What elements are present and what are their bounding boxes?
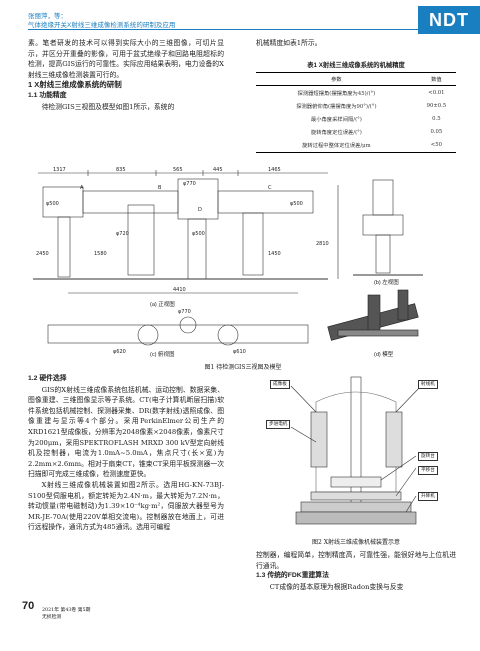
dim-label: φ500 bbox=[192, 231, 205, 237]
dim-label: φ770 bbox=[183, 181, 196, 187]
header-title: 气体绝缘开关X射线三维成像检测系统的研制及应用 bbox=[28, 22, 176, 29]
table-cell: <50 bbox=[416, 138, 456, 153]
letter-label: B bbox=[158, 185, 162, 191]
label-imaging-plate: 成像板 bbox=[270, 380, 290, 389]
journal-name: 无损检测 bbox=[42, 615, 62, 620]
hardware-paragraph-1: GIS的X射线三维成像系统包括机械、运动控制、数据采集、图像重建、三维图像显示等… bbox=[28, 385, 224, 479]
dim-label: 445 bbox=[213, 167, 223, 173]
letter-label: D bbox=[198, 207, 202, 213]
table-header-row: 参数 数值 bbox=[256, 72, 456, 86]
section-1-1-heading: 1.1 功能精度 bbox=[28, 91, 67, 99]
figure-1a-caption: (a) 正视图 bbox=[150, 302, 175, 308]
label-xray-machine: 射线机 bbox=[418, 380, 438, 389]
left-column-top: 素。笔者研发的技术可以得到实际大小的三维图像，可切片显示，并区分开重叠的影像，可… bbox=[28, 38, 224, 112]
table-row: 探测器俯仰角(摆摆角度为90°)/(°) 90±0.5 bbox=[256, 99, 456, 112]
dim-label: φ720 bbox=[116, 231, 129, 237]
figure-1-caption: 图1 待检测GIS三视图及模型 bbox=[204, 364, 282, 371]
dim-label: φ770 bbox=[178, 309, 191, 315]
table-cell: 旋转角度定位误差/(°) bbox=[310, 130, 362, 137]
table-cell: 90±0.5 bbox=[426, 102, 447, 109]
dim-label: 1317 bbox=[53, 167, 66, 173]
journal-logo: NDT bbox=[418, 6, 480, 34]
figure-2-drawing bbox=[290, 376, 422, 525]
table-cell: 旋转过程中整体定位误差/μm bbox=[256, 138, 417, 153]
label-lifter: 升降机 bbox=[418, 492, 438, 501]
table-intro-text: 机械精度如表1所示。 bbox=[256, 39, 322, 47]
dim-label: 4410 bbox=[173, 287, 186, 293]
section-1-2-heading: 1.2 硬件选择 bbox=[28, 375, 67, 382]
table-cell: 0.05 bbox=[430, 129, 443, 136]
journal-issue: 2021年 第43卷 第5期 bbox=[42, 608, 91, 613]
header-authors: 张丽萍，等： bbox=[28, 13, 67, 20]
table-header-value: 数值 bbox=[416, 72, 456, 86]
dim-label: φ500 bbox=[290, 201, 303, 207]
figure-1-drawing: 1317 835 565 445 1465 φ770 4410 φ500 φ72… bbox=[33, 167, 423, 355]
right-column-bottom: 控制器，编程简单，控制精度高，可靠性强，能很好地与上位机进行通讯。 1.3 传统… bbox=[256, 550, 456, 592]
label-translation-stage: 平移台 bbox=[418, 466, 438, 475]
dim-label: φ610 bbox=[233, 349, 246, 355]
table-row: 旋转过程中整体定位误差/μm<50 bbox=[256, 138, 456, 153]
table-cell: <0.01 bbox=[428, 89, 445, 96]
table-row: 最小角度采样间隔/(°) 0.5 bbox=[256, 112, 456, 125]
figure-1c-caption: (c) 俯视图 bbox=[150, 352, 175, 358]
table-1-caption: 表1 X射线三维成像系统的机械精度 bbox=[307, 62, 405, 69]
running-header: 张丽萍，等： 气体绝缘开关X射线三维成像检测系统的研制及应用 NDT bbox=[0, 0, 480, 40]
dim-label: 2450 bbox=[36, 251, 49, 257]
table-cell: 探测器俯仰角(摆摆角度为90°)/(°) bbox=[296, 103, 377, 110]
table-1: 参数 数值 探测器短摆角(摆摆角度为45)/(°) <0.01 探测器俯仰角(摆摆… bbox=[256, 72, 456, 153]
section-1-3-heading: 1.3 传统的FDK重建算法 bbox=[256, 572, 329, 580]
section-1-1-text: 待检测GIS三视图及模型如图1所示，系统的 bbox=[41, 102, 175, 111]
section-1-heading: 1 X射线三维成像系统的研制 bbox=[28, 80, 122, 90]
letter-label: A bbox=[80, 185, 84, 191]
header-rule bbox=[28, 29, 418, 30]
fdk-paragraph: CT成像的基本原理为根据Radon变换与反变 bbox=[269, 582, 404, 591]
right-column-top: 机械精度如表1所示。 bbox=[256, 38, 456, 49]
dim-label: φ500 bbox=[46, 201, 59, 207]
hardware-paragraph-2: X射线三维成像机械装置如图2所示。选用HG-KN-73BJ-S100型伺服电机，… bbox=[28, 480, 224, 532]
dim-label: 835 bbox=[116, 167, 126, 173]
left-column-bottom: 1.2 硬件选择 GIS的X射线三维成像系统包括机械、运动控制、数据采集、图像重… bbox=[28, 374, 224, 533]
letter-label: C bbox=[268, 185, 272, 191]
label-stepper-motor: 步进电机 bbox=[266, 420, 291, 429]
dim-label: 1450 bbox=[268, 251, 281, 257]
label-rotary-table: 旋转台 bbox=[418, 452, 438, 461]
journal-info: 2021年 第43卷 第5期 无损检测 bbox=[42, 607, 90, 621]
dim-label: 1580 bbox=[94, 251, 107, 257]
table-row: 探测器短摆角(摆摆角度为45)/(°) <0.01 bbox=[256, 86, 456, 100]
table-row: 旋转角度定位误差/(°) 0.05 bbox=[256, 126, 456, 139]
figure-1b-caption: (b) 左视图 bbox=[374, 280, 399, 286]
dim-label: 565 bbox=[173, 167, 183, 173]
table-cell: 0.5 bbox=[432, 115, 441, 122]
dim-label: 2810 bbox=[316, 241, 329, 247]
dim-label: φ620 bbox=[113, 349, 126, 355]
table-header-param: 参数 bbox=[256, 72, 417, 86]
figure-1d-caption: (d) 模型 bbox=[374, 352, 394, 358]
dim-label: 1465 bbox=[268, 167, 281, 173]
table-cell: 探测器短摆角(摆摆角度为45)/(°) bbox=[297, 90, 376, 97]
controller-paragraph: 控制器，编程简单，控制精度高，可靠性强，能很好地与上位机进行通讯。 bbox=[256, 551, 456, 570]
intro-paragraph: 素。笔者研发的技术可以得到实际大小的三维图像，可切片显示，并区分开重叠的影像，可… bbox=[28, 39, 224, 79]
page-number: 70 bbox=[22, 600, 35, 612]
figure-2-caption: 图2 X射线三维成像机械装置示意 bbox=[312, 539, 400, 546]
table-cell: 最小角度采样间隔/(°) bbox=[310, 116, 362, 123]
